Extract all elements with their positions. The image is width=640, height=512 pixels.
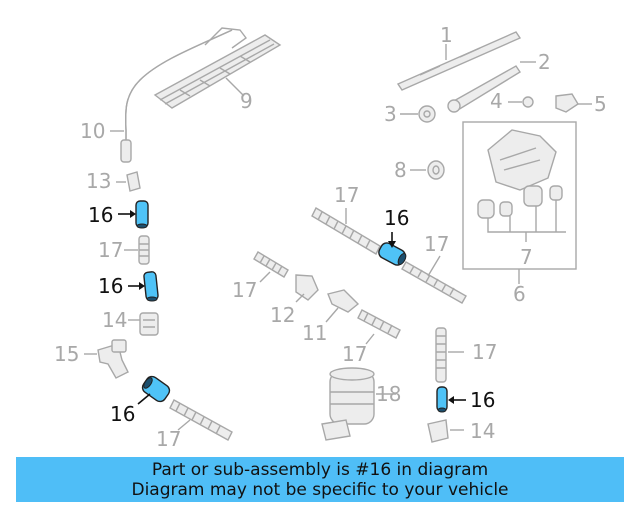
grommet-part-8 <box>427 160 445 180</box>
callout-15: 15 <box>54 342 79 366</box>
callout-16d: 16 <box>384 206 409 230</box>
cap-part-5 <box>555 93 579 113</box>
arrow-16b <box>139 282 145 290</box>
callout-16b: 16 <box>98 274 123 298</box>
callout-11: 11 <box>302 321 327 345</box>
callout-17f: 17 <box>424 232 449 256</box>
callout-12: 12 <box>270 303 295 327</box>
hose-part-17e <box>311 207 381 255</box>
arrow-16d <box>388 241 396 248</box>
callout-6: 6 <box>513 282 526 306</box>
hose-part-17b <box>169 399 233 441</box>
connector-part-11 <box>327 289 360 313</box>
hose-part-17a <box>138 235 150 265</box>
highlight-hose-16a <box>135 200 149 229</box>
leader-17b <box>177 419 191 431</box>
callout-16e: 16 <box>470 388 495 412</box>
cowl-channel-part-9 <box>153 27 282 109</box>
highlight-hose-16b <box>143 271 159 302</box>
elbow-part-15 <box>97 339 129 379</box>
callout-14b: 14 <box>470 419 495 443</box>
connector-part-12 <box>295 274 319 301</box>
washer-hose-part-10 <box>120 29 233 163</box>
banner-line-1: Part or sub-assembly is #16 in diagram <box>151 459 489 480</box>
hose-part-17g <box>435 327 447 383</box>
leader-12 <box>295 293 305 303</box>
info-banner: Part or sub-assembly is #16 in diagram D… <box>16 457 624 502</box>
leader-17d <box>365 333 375 345</box>
callout-17e: 17 <box>334 183 359 207</box>
callout-17a: 17 <box>98 238 123 262</box>
callout-3: 3 <box>384 102 397 126</box>
callout-10: 10 <box>80 119 105 143</box>
leader-16c <box>137 393 151 405</box>
callout-17g: 17 <box>472 340 497 364</box>
nut-part-3 <box>418 105 436 123</box>
callout-17d: 17 <box>342 342 367 366</box>
highlight-hose-16d <box>378 242 407 266</box>
leader-17f <box>427 255 441 277</box>
callout-7: 7 <box>520 245 533 269</box>
leader-9 <box>225 77 245 97</box>
callout-8: 8 <box>394 158 407 182</box>
banner-line-2: Diagram may not be specific to your vehi… <box>131 479 509 500</box>
hose-part-17f <box>401 261 467 304</box>
callout-9: 9 <box>240 89 253 113</box>
hose-part-17d <box>357 309 401 339</box>
callout-16a: 16 <box>88 203 113 227</box>
arrow-16e <box>448 396 454 404</box>
wiper-blade-part-1 <box>396 31 522 91</box>
callout-18: 18 <box>376 382 401 406</box>
callout-14a: 14 <box>102 308 127 332</box>
callout-1: 1 <box>440 23 453 47</box>
callout-17c: 17 <box>232 278 257 302</box>
highlight-hose-16e <box>436 386 448 413</box>
connector-part-13 <box>126 171 141 192</box>
leader-11 <box>325 307 339 323</box>
callout-5: 5 <box>594 92 607 116</box>
callout-2: 2 <box>538 50 551 74</box>
callout-17b: 17 <box>156 427 181 451</box>
leader-17c <box>259 271 271 283</box>
arrow-16a <box>130 210 136 218</box>
callout-13: 13 <box>86 169 111 193</box>
washer-part-4 <box>522 96 534 108</box>
clip-part-14a <box>139 312 159 336</box>
highlight-hose-16c <box>141 375 171 403</box>
callout-4: 4 <box>490 89 503 113</box>
wiper-arm-part-2 <box>447 65 521 113</box>
callout-16c: 16 <box>110 402 135 426</box>
hose-part-17c <box>253 251 289 278</box>
washer-pump-part-18 <box>321 367 375 441</box>
clip-part-14b <box>427 419 449 443</box>
motor-assembly-part-6 <box>462 121 577 270</box>
